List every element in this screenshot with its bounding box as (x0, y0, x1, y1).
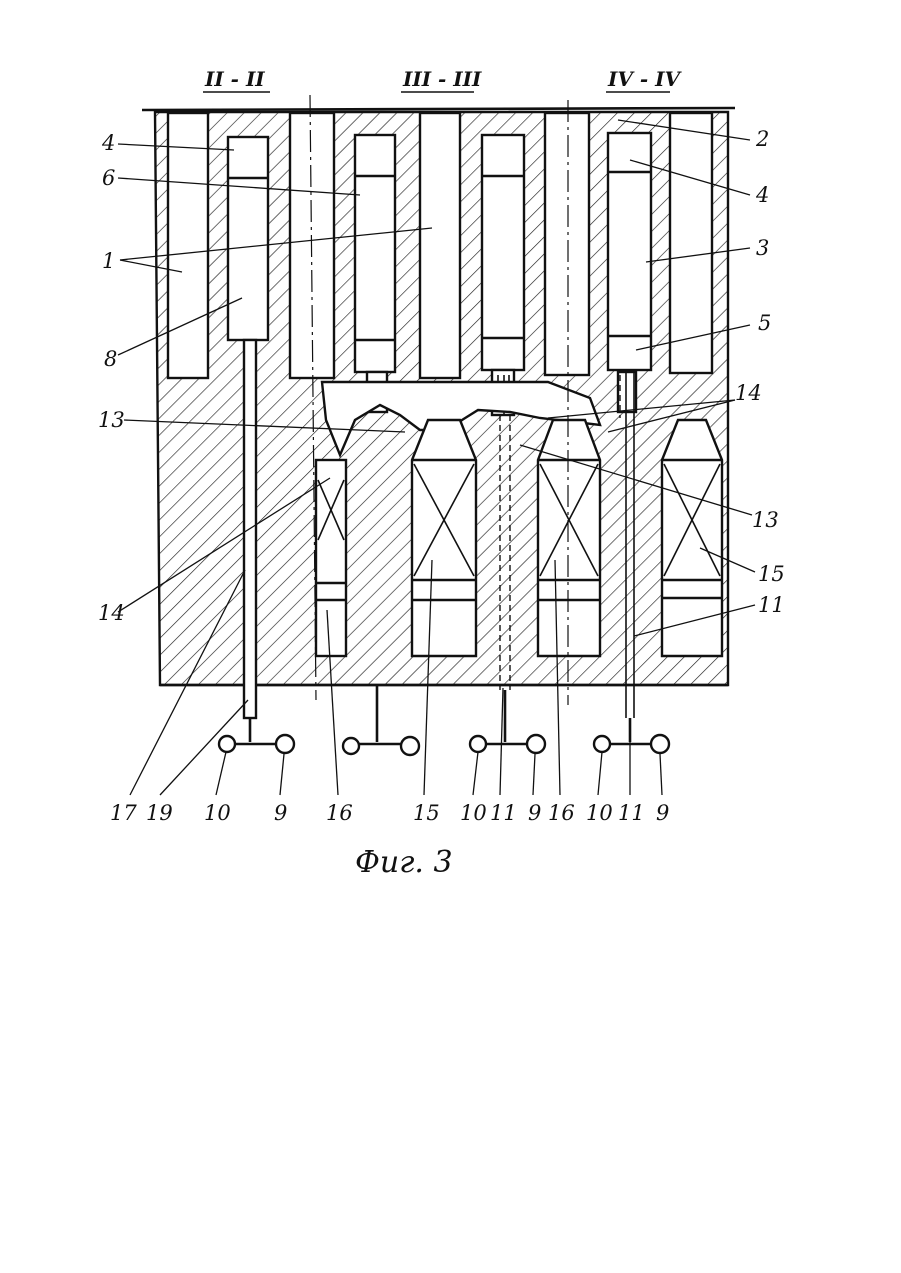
valve-outlets (219, 685, 669, 755)
part-label: 9 (528, 801, 541, 825)
part-label: 10 (204, 801, 231, 825)
part-label: 19 (146, 801, 173, 825)
part-label: 10 (586, 801, 613, 825)
part-label: 14 (735, 381, 762, 405)
valve (651, 735, 669, 753)
part-label: 17 (110, 801, 137, 825)
part-label: 13 (98, 408, 125, 432)
part-label: 1 (102, 249, 115, 273)
part-label: 2 (755, 127, 769, 151)
valve (470, 736, 486, 752)
part-label: 14 (98, 601, 125, 625)
section-label-middle: III - III (402, 67, 482, 91)
bottom-labels: 17 19 10 9 16 15 10 11 9 16 10 11 9 (110, 801, 669, 825)
valve (594, 736, 610, 752)
section-label-left: II - II (204, 67, 265, 91)
part-label: 11 (618, 801, 645, 825)
valve (527, 735, 545, 753)
part-label: 11 (758, 593, 785, 617)
valve (401, 737, 419, 755)
section-label-right: IV - IV (607, 67, 682, 91)
part-label: 4 (101, 131, 115, 155)
part-label: 9 (656, 801, 669, 825)
part-label: 15 (758, 562, 785, 586)
part-label: 16 (548, 801, 575, 825)
part-label: 16 (326, 801, 353, 825)
figure-caption: Фиг. 3 (355, 845, 453, 880)
part-label: 15 (413, 801, 440, 825)
valve (219, 736, 235, 752)
part-label: 6 (102, 166, 115, 190)
channel (420, 113, 460, 378)
valve (343, 738, 359, 754)
channel (545, 113, 589, 375)
section-headings: II - II III - III IV - IV (203, 67, 682, 92)
part-label: 13 (752, 508, 779, 532)
channel (168, 113, 208, 378)
part-label: 4 (755, 183, 769, 207)
part-label: 5 (758, 311, 771, 335)
valve (276, 735, 294, 753)
part-label: 9 (274, 801, 287, 825)
channel (670, 113, 712, 373)
part-label: 8 (104, 347, 117, 371)
part-label: 11 (490, 801, 517, 825)
part-label: 3 (756, 236, 769, 260)
part-label: 10 (460, 801, 487, 825)
